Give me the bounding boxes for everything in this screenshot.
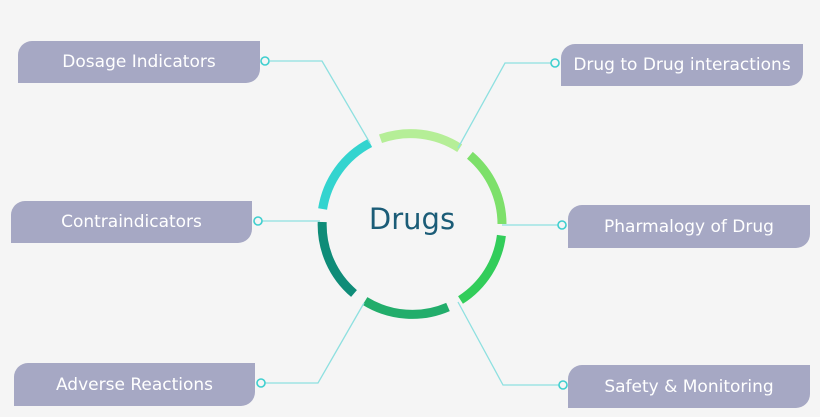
node-label: Adverse Reactions	[55, 374, 214, 395]
node-dosage-indicators[interactable]: Dosage Indicators	[18, 41, 260, 83]
connector-dot-safety	[558, 380, 568, 390]
center-topic[interactable]: Drugs	[368, 202, 456, 236]
node-label: Dosage Indicators	[62, 52, 216, 72]
node-label: Safety & Monitoring	[604, 376, 774, 397]
ring-segment-upper-left	[318, 139, 373, 210]
node-label: Contraindicators	[61, 212, 202, 232]
ring-segment-upper-right	[466, 151, 507, 225]
ring-segment-bottom	[362, 297, 450, 319]
connector-dot-adverse	[256, 378, 266, 388]
ring-segment-top	[378, 129, 463, 153]
ring-segment-lower-right	[457, 234, 506, 304]
node-label: Pharmalogy of Drug	[604, 216, 774, 237]
connector-dot-contra	[253, 216, 263, 226]
node-label: Drug to Drug interactions	[573, 55, 791, 75]
node-contraindicators[interactable]: Contraindicators	[11, 201, 252, 243]
node-adverse-reactions[interactable]: Adverse Reactions	[14, 363, 255, 406]
connector-dosage	[270, 60, 371, 144]
node-pharmacology[interactable]: Pharmalogy of Drug	[568, 205, 810, 248]
node-drug-interactions[interactable]: Drug to Drug interactions	[561, 44, 803, 86]
ring-segment-lower-left	[317, 221, 357, 297]
connector-safety	[457, 301, 559, 386]
connector-dot-dosage	[260, 56, 270, 66]
node-safety-monitoring[interactable]: Safety & Monitoring	[568, 365, 810, 408]
connector-interactions	[457, 62, 551, 149]
connector-adverse	[265, 302, 365, 384]
connector-dot-pharmacology	[557, 220, 567, 230]
connector-dot-interactions	[550, 58, 560, 68]
